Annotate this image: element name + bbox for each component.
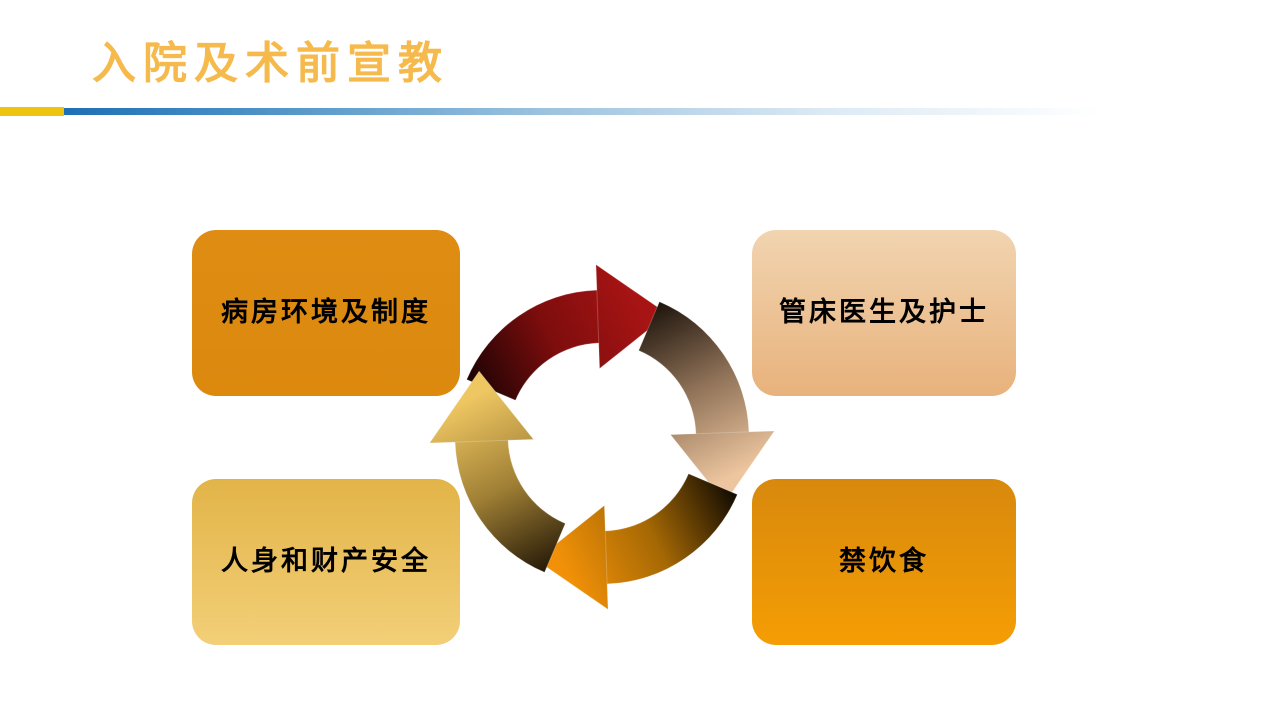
box-bottom-right: 禁饮食 [752, 479, 1016, 645]
cycle-arrow-right [638, 301, 775, 504]
box-top-right: 管床医生及护士 [752, 230, 1016, 396]
divider-accent-bar [0, 107, 64, 116]
box-top-left: 病房环境及制度 [192, 230, 460, 396]
cycle-arrow-left [429, 370, 566, 573]
box-top-left-label: 病房环境及制度 [221, 296, 431, 327]
box-top-right-label: 管床医生及护士 [779, 296, 989, 327]
cycle-arrows-diagram [429, 264, 775, 610]
page-title: 入院及术前宣教 [92, 39, 449, 88]
box-bottom-right-label: 禁饮食 [839, 545, 929, 576]
divider-line [64, 108, 1156, 115]
box-bottom-left-label: 人身和财产安全 [221, 545, 431, 576]
cycle-arrow-bottom [535, 473, 738, 610]
box-bottom-left: 人身和财产安全 [192, 479, 460, 645]
cycle-arrow-top [466, 264, 669, 401]
